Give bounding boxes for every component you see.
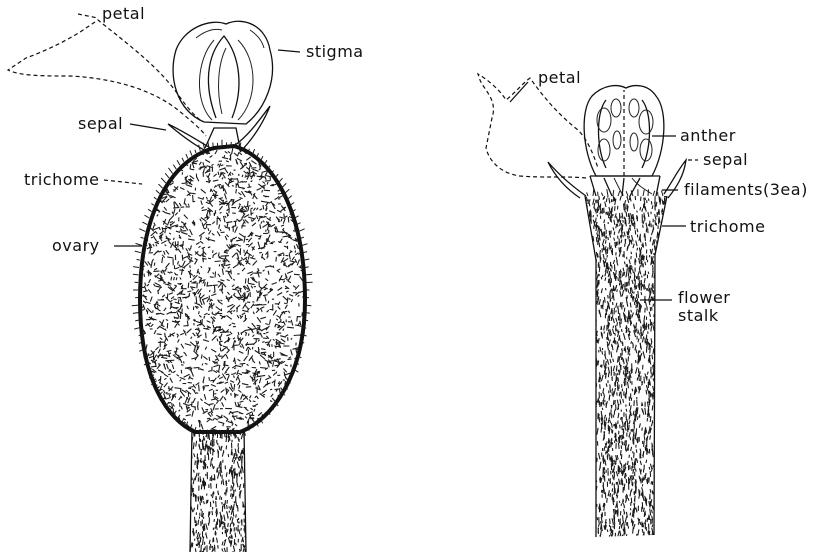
trichome-hair-marks (587, 189, 663, 196)
label-ovary: ovary (52, 238, 100, 254)
female-sepals (168, 106, 270, 152)
female-stalk-texture (188, 428, 249, 552)
label-anther: anther (680, 128, 736, 144)
stipple-marks (188, 428, 249, 552)
label-male-petal: petal (538, 70, 581, 86)
female-flower (8, 20, 313, 552)
male-sepals (548, 160, 686, 198)
label-filaments: filaments(3ea) (684, 182, 808, 198)
label-flower-stalk-line1: flower (678, 290, 730, 306)
label-male-trichome: trichome (690, 219, 765, 235)
female-stalk (188, 428, 249, 552)
ovary-body (132, 140, 313, 441)
label-female-trichome: trichome (24, 172, 99, 188)
male-petal-outline (478, 74, 598, 178)
male-stalk (582, 189, 671, 546)
male-flower (478, 74, 686, 546)
anther-cluster (584, 86, 664, 176)
label-flower-stalk-line2: stalk (678, 308, 719, 324)
label-stigma: stigma (306, 44, 364, 60)
male-trichome-hairs (587, 189, 663, 196)
label-male-sepal: sepal (703, 152, 748, 168)
label-female-petal: petal (102, 6, 145, 22)
label-female-sepal: sepal (78, 116, 123, 132)
filaments (604, 178, 652, 196)
